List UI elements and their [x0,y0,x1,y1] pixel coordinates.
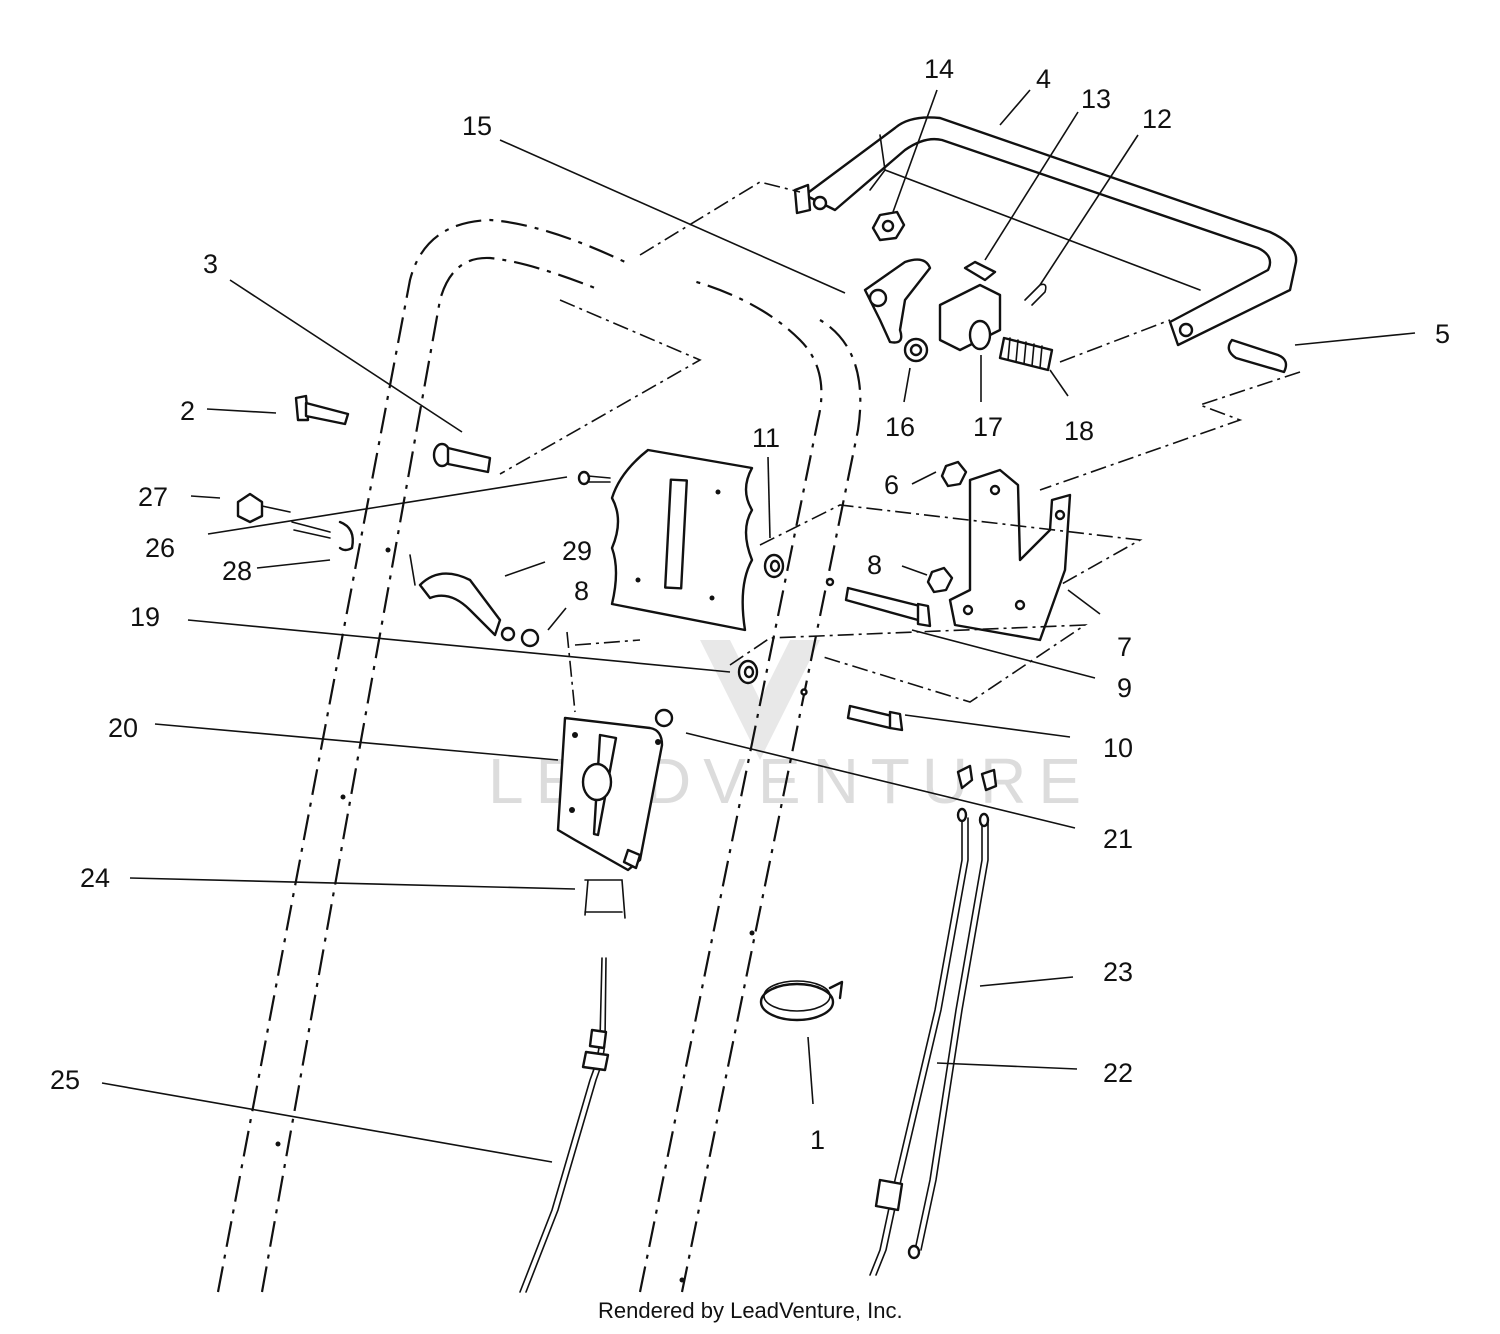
callout-5: 5 [1435,319,1450,349]
callout-2: 2 [180,396,195,426]
shoulder-bolt-part-3 [432,442,492,474]
callout-numbers: 1 2 3 4 5 6 7 8 8 9 10 11 12 13 14 15 16… [50,54,1450,1155]
nut-part-14 [871,210,906,242]
bolt-part-10 [800,688,904,732]
cable-part-23 [907,768,998,1260]
callout-9: 9 [1117,673,1132,703]
callout-28: 28 [222,556,252,586]
callout-3: 3 [203,249,218,279]
callout-14: 14 [924,54,954,84]
washer-part-19 [737,659,759,685]
bolt-part-13 [963,260,997,282]
spring-part-18 [998,336,1054,372]
callout-21: 21 [1103,824,1133,854]
callout-18: 18 [1064,416,1094,446]
callout-16: 16 [885,412,915,442]
decal-plate [610,448,754,632]
pin-part-5 [1227,338,1288,374]
washer-part-28 [291,520,354,552]
control-box-part-20 [556,716,664,872]
nut-part-8-right [926,566,954,594]
footer-credit: Rendered by LeadVenture, Inc. [598,1298,903,1323]
callout-25: 25 [50,1065,80,1095]
callout-27: 27 [138,482,168,512]
nut-part-8-left [500,626,540,648]
callout-19: 19 [130,602,160,632]
bracket-part-17 [938,283,1002,352]
callout-11: 11 [752,423,780,453]
cable-part-22 [869,764,974,1276]
callout-4: 4 [1036,64,1051,94]
bolt-part-9 [825,577,932,628]
callout-1: 1 [810,1125,825,1155]
callout-13: 13 [1081,84,1111,114]
nut-part-16 [903,337,929,363]
callout-17: 17 [973,412,1003,442]
clamp-part-24 [584,879,626,919]
bail-handle [793,116,1298,347]
callout-26: 26 [145,533,175,563]
callout-22: 22 [1103,1058,1133,1088]
callout-23: 23 [1103,957,1133,987]
assembly-guides [499,181,1301,713]
callout-10: 10 [1103,733,1133,763]
callout-7: 7 [1117,632,1132,662]
callout-8-right: 8 [867,550,882,580]
callout-12: 12 [1142,104,1172,134]
nut-part-6 [940,460,968,488]
ring-part-1 [759,980,844,1022]
washer-part-11 [763,553,785,579]
pin-part-12 [1024,283,1047,306]
lever-part-15 [863,258,932,344]
leader-lines [101,89,1416,1163]
callout-15: 15 [462,111,492,141]
callout-20: 20 [108,713,138,743]
bolt-part-2 [294,394,350,426]
screw-part-26 [577,470,611,486]
callout-29: 29 [562,536,592,566]
cable-part-25 [519,957,610,1293]
bolt-part-27 [236,492,291,524]
handle-frame [216,218,862,1293]
callout-24: 24 [80,863,110,893]
callout-8-left: 8 [574,576,589,606]
bracket-part-7 [948,468,1072,642]
clip-part-29 [409,554,502,637]
nut-part-21 [654,708,674,728]
callout-6: 6 [884,470,899,500]
